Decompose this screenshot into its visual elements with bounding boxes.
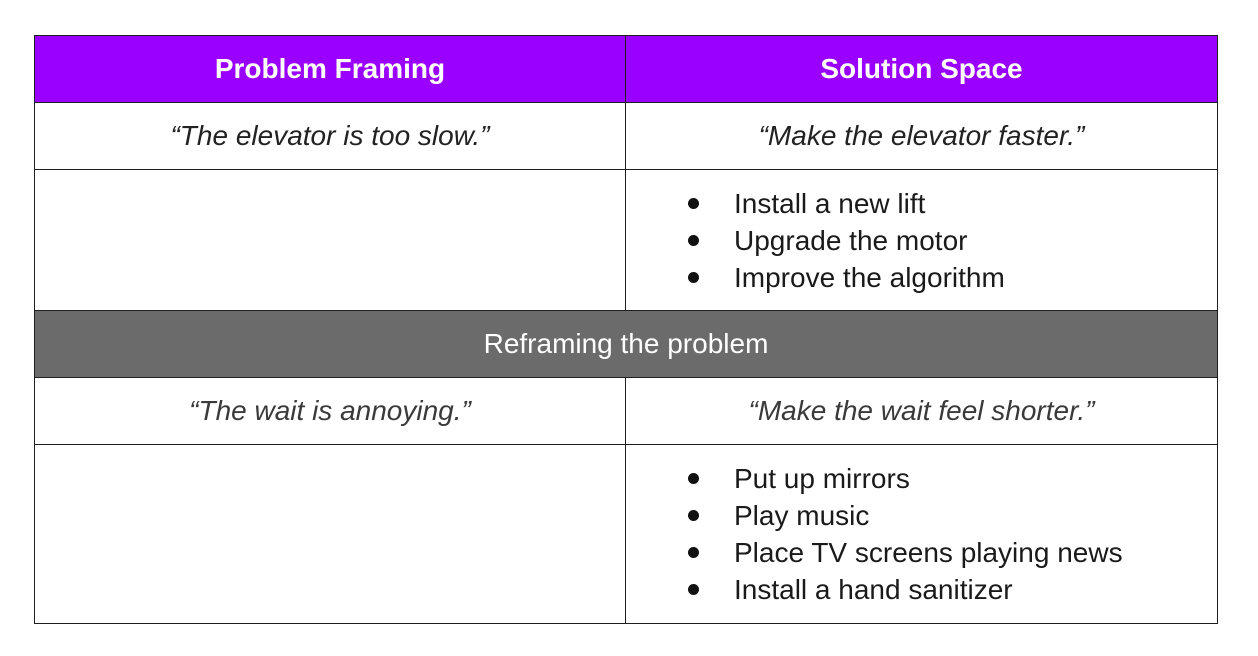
list-item: Improve the algorithm: [688, 259, 1217, 296]
first-problem-statement: “The elevator is too slow.”: [34, 102, 626, 170]
second-ideas-empty-cell: [34, 444, 626, 624]
reframing-divider-label: Reframing the problem: [34, 310, 1218, 378]
reframing-divider-row: Reframing the problem: [34, 310, 1218, 378]
first-ideas-row: Install a new lift Upgrade the motor Imp…: [34, 169, 1218, 311]
second-ideas-list: Put up mirrors Play music Place TV scree…: [626, 460, 1217, 608]
second-solution-statement: “Make the wait feel shorter.”: [625, 377, 1218, 445]
second-ideas-row: Put up mirrors Play music Place TV scree…: [34, 444, 1218, 624]
list-item: Put up mirrors: [688, 460, 1217, 497]
second-problem-statement: “The wait is annoying.”: [34, 377, 626, 445]
header-solution-space: Solution Space: [625, 35, 1218, 103]
header-problem-framing: Problem Framing: [34, 35, 626, 103]
list-item: Install a hand sanitizer: [688, 571, 1217, 608]
first-solution-statement: “Make the elevator faster.”: [625, 102, 1218, 170]
framing-table: Problem Framing Solution Space “The elev…: [34, 35, 1218, 624]
first-quote-row: “The elevator is too slow.” “Make the el…: [34, 102, 1218, 170]
first-ideas-empty-cell: [34, 169, 626, 311]
list-item: Play music: [688, 497, 1217, 534]
first-ideas-cell: Install a new lift Upgrade the motor Imp…: [625, 169, 1218, 311]
header-row: Problem Framing Solution Space: [34, 35, 1218, 103]
list-item: Place TV screens playing news: [688, 534, 1217, 571]
list-item: Upgrade the motor: [688, 222, 1217, 259]
second-ideas-cell: Put up mirrors Play music Place TV scree…: [625, 444, 1218, 624]
first-ideas-list: Install a new lift Upgrade the motor Imp…: [626, 185, 1217, 296]
list-item: Install a new lift: [688, 185, 1217, 222]
second-quote-row: “The wait is annoying.” “Make the wait f…: [34, 377, 1218, 445]
